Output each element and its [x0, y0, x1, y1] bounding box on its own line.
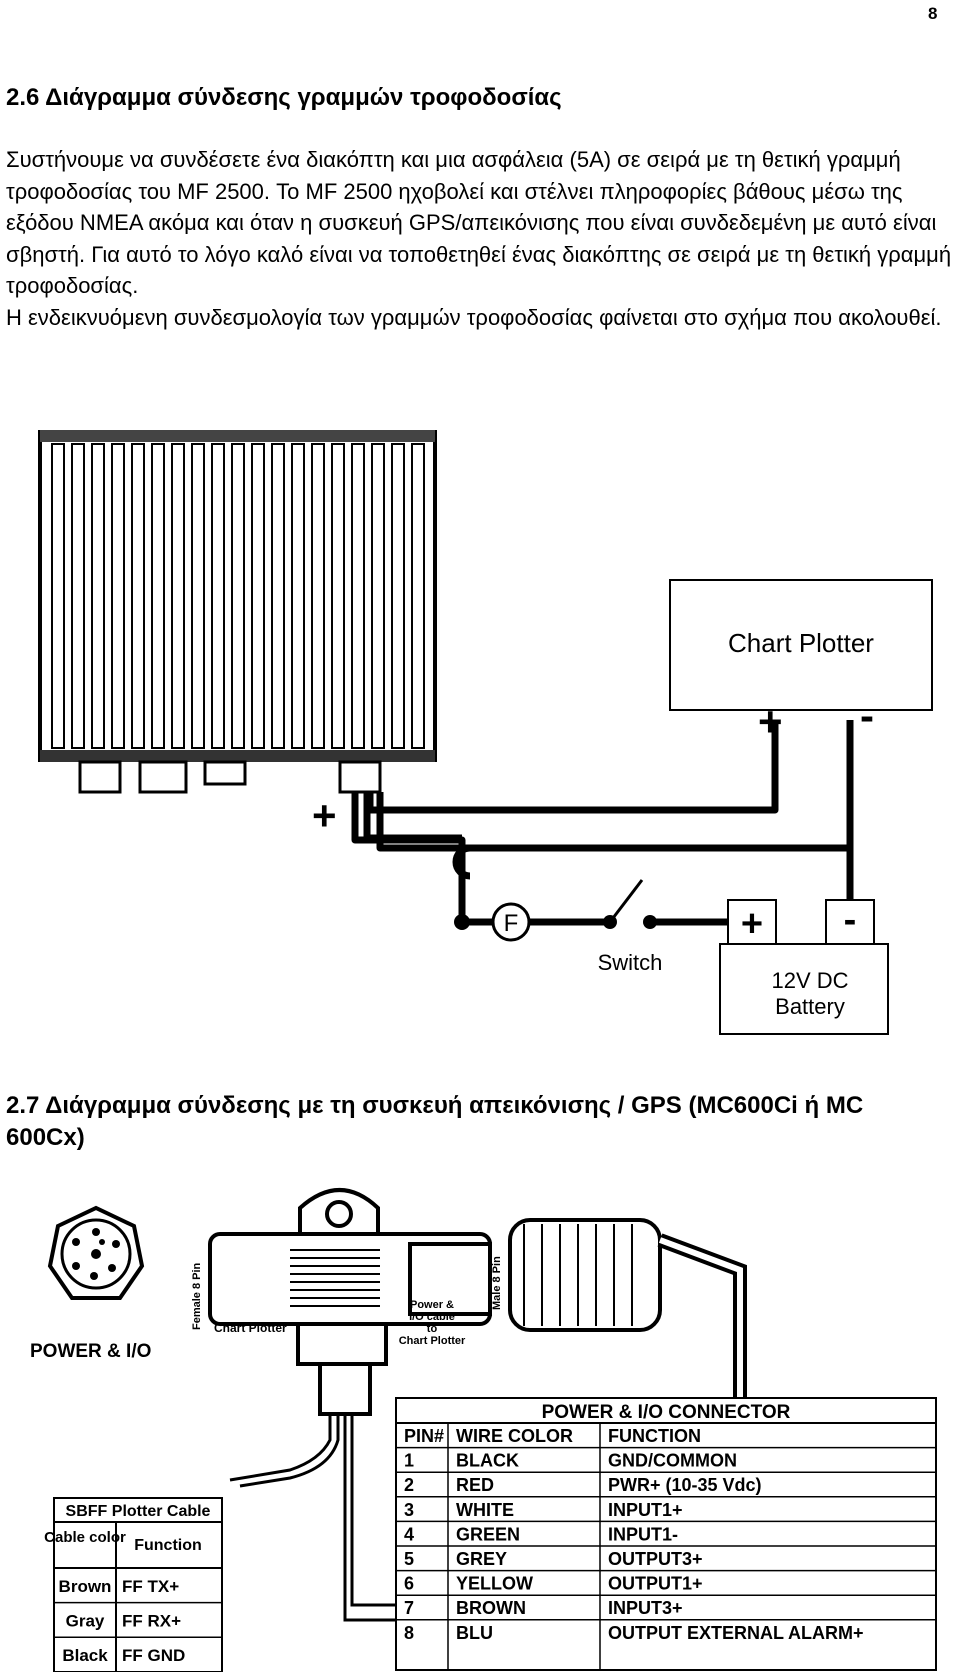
tee-connector-image [208, 1188, 747, 1420]
table-cell: 5 [404, 1549, 414, 1569]
table-cell: 8 [404, 1623, 414, 1643]
battery-voltage-label: 12V DC [771, 968, 848, 993]
battery-plus-terminal [727, 899, 777, 945]
heatsink-fin [311, 443, 325, 749]
power-io-label: POWER & I/O [30, 1341, 151, 1362]
switch-label: Switch [598, 950, 663, 975]
plotter-cable-table-title: SBFF Plotter Cable [66, 1503, 211, 1520]
heatsink-fin [151, 443, 165, 749]
cable-label-line4: Chart Plotter [399, 1335, 466, 1347]
fuse-label: F [504, 910, 519, 937]
table-cell: OUTPUT1+ [608, 1574, 703, 1594]
table-cell: RED [456, 1475, 494, 1495]
table-cell: INPUT3+ [608, 1598, 683, 1618]
heatsink-fin [171, 443, 185, 749]
power-wiring-diagram: + - Chart Plotter + - F Switch + - 12V D… [38, 430, 933, 1035]
table-cell: BLACK [456, 1451, 519, 1471]
device-plus-label: + [312, 792, 337, 839]
heatsink-fin [351, 443, 365, 749]
sounder-unit-image [38, 430, 437, 794]
heatsink-fin [251, 443, 265, 749]
heatsink-fin [51, 443, 65, 749]
page-number: 8 [928, 4, 938, 23]
table-cell: GREY [456, 1549, 507, 1569]
table-cell: BLU [456, 1623, 493, 1643]
table-cell: BROWN [456, 1598, 526, 1618]
table-cell: OUTPUT3+ [608, 1549, 703, 1569]
table-cell: 7 [404, 1598, 414, 1618]
heatsink-fin [291, 443, 305, 749]
cable-label-line3: to [427, 1323, 438, 1335]
gps-connection-diagram: POWER & I/O Female 8 Pin Male 8 Pin Char… [30, 1188, 937, 1672]
body-text: Συστήνουμε να συνδέσετε ένα διακόπτη και… [6, 144, 954, 333]
female-pin-label: Female 8 Pin [191, 1262, 203, 1330]
chart-plotter-box [669, 579, 933, 711]
battery-plus-label: + [741, 903, 763, 945]
table-cell: 2 [404, 1475, 414, 1495]
heatsink-fin [191, 443, 205, 749]
heatsink-fin [71, 443, 85, 749]
heatsink-fin [331, 443, 345, 749]
table-cell: FF GND [122, 1646, 185, 1665]
cable-label-line1: Power & [410, 1299, 454, 1311]
cable-glands [78, 760, 382, 794]
plotter-cable-table: SBFF Plotter Cable Cable color FunctionBr… [44, 1497, 223, 1672]
heatsink-fin [391, 443, 405, 749]
cable-wires [229, 1414, 395, 1622]
battery-minus-label: - [844, 899, 857, 941]
switch-symbol [603, 879, 657, 929]
battery-minus-terminal [825, 899, 875, 945]
table-cell: WHITE [456, 1500, 514, 1520]
connector-table-title: POWER & I/O CONNECTOR [542, 1402, 791, 1423]
table-header-cell: FUNCTION [608, 1426, 701, 1446]
battery-label: Battery [775, 994, 845, 1019]
table-cell: 3 [404, 1500, 414, 1520]
table-cell: PWR+ (10-35 Vdc) [608, 1475, 762, 1495]
junction-dot [454, 914, 470, 930]
heatsink-fin [271, 443, 285, 749]
male-pin-label: Male 8 Pin [491, 1256, 503, 1310]
battery-box [719, 943, 889, 1035]
paragraph-recommended-wiring: Η ενδεικνυόμενη συνδεσμολογία των γραμμώ… [6, 304, 942, 330]
table-cell: OUTPUT EXTERNAL ALARM+ [608, 1623, 864, 1643]
heatsink-fin [131, 443, 145, 749]
plotter-plus-label: + [758, 698, 783, 745]
section-heading-power-lines: 2.6 Διάγραμμα σύνδεσης γραμμών τροφοδοσί… [6, 84, 562, 111]
table-cell: INPUT1+ [608, 1500, 683, 1520]
section-heading-gps-connection: 2.7 Διάγραμμα σύνδεσης με τη συσκευή απε… [6, 1092, 864, 1151]
chart-plotter-label: Chart Plotter [728, 628, 874, 658]
power-io-connector-icon [47, 1205, 145, 1300]
cable-label-line2: I/O cable [409, 1311, 455, 1323]
table-cell: FF TX+ [122, 1577, 179, 1596]
table-header-cell: WIRE COLOR [456, 1426, 573, 1446]
table-header-cell: Function [134, 1537, 202, 1554]
heatsink-fin [91, 443, 105, 749]
table-cell: YELLOW [456, 1574, 533, 1594]
heatsink-fin [231, 443, 245, 749]
table-cell: Black [62, 1646, 108, 1665]
power-io-connector-table: POWER & I/O CONNECTOR PIN# WIRE COLOR FUNC… [395, 1397, 937, 1671]
table-cell: 1 [404, 1451, 414, 1471]
heatsink-fin [111, 443, 125, 749]
table-cell: GREEN [456, 1524, 520, 1544]
heatsink-fin [371, 443, 385, 749]
table-header-cell: PIN# [404, 1426, 444, 1446]
table-header-cell: Cable color [44, 1529, 126, 1546]
table-cell: FF RX+ [122, 1612, 181, 1631]
table-cell: 6 [404, 1574, 414, 1594]
heatsink-fin [211, 443, 225, 749]
paragraph-switch-fuse: Συστήνουμε να συνδέσετε ένα διακόπτη και… [6, 147, 952, 298]
table-cell: GND/COMMON [608, 1451, 737, 1471]
table-cell: Brown [59, 1577, 112, 1596]
heatsink-fin [411, 443, 425, 749]
chart-plotter-port-label: Chart Plotter [214, 1321, 287, 1335]
fuse-symbol [491, 902, 531, 942]
table-cell: Gray [66, 1612, 105, 1631]
table-cell: INPUT1- [608, 1524, 678, 1544]
plotter-minus-label: - [860, 692, 874, 739]
table-cell: 4 [404, 1524, 414, 1544]
